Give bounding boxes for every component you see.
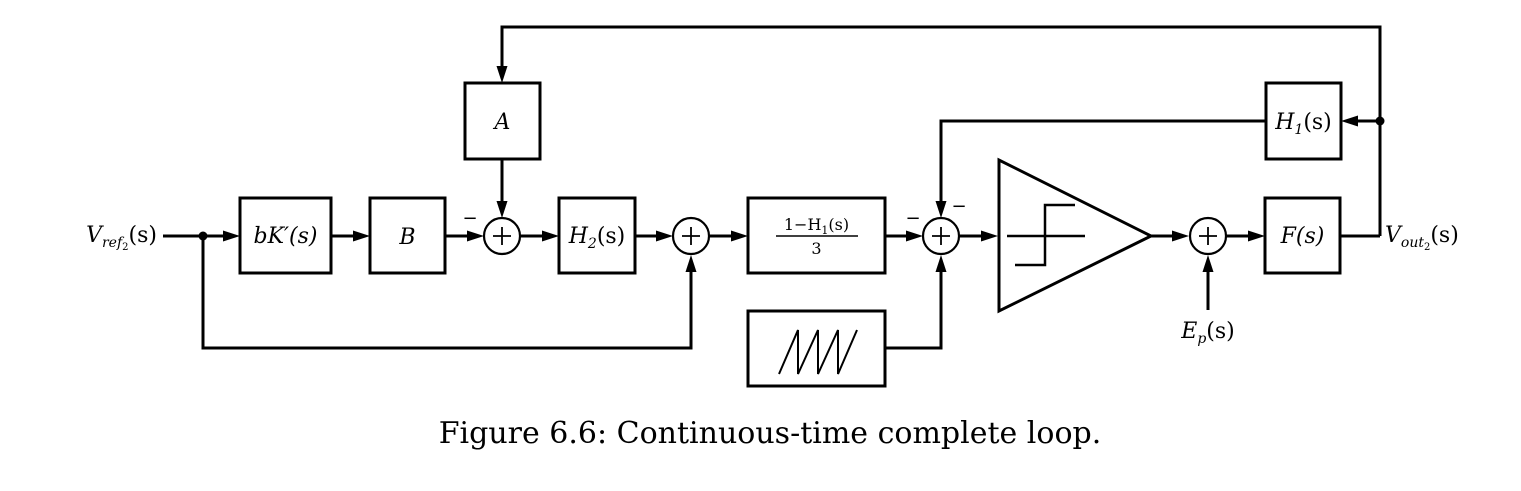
arrowhead — [353, 230, 370, 242]
arrowhead — [467, 230, 484, 242]
arrowhead — [496, 201, 508, 218]
block-bk-label: bK′(s) — [254, 224, 318, 249]
vout-argument: (s) — [1430, 223, 1458, 248]
block-f: F(s) — [1263, 196, 1342, 275]
block-h2: H2(s) — [557, 196, 637, 275]
arrowhead — [1341, 115, 1358, 127]
fraction-num-head: 1−H — [784, 215, 822, 234]
fraction-num-tail: (s) — [828, 215, 849, 234]
minus-sign-sum1: − — [462, 208, 477, 229]
arrowhead — [1248, 230, 1265, 242]
vref-subscript: ref — [102, 235, 125, 251]
vref-subsubscript: 2 — [122, 242, 128, 253]
block-h1-argument: (s) — [1303, 110, 1331, 135]
ep-subscript: p — [1197, 331, 1206, 347]
output-signal-label: Vout2(s) — [1385, 223, 1459, 253]
summing-junction-3 — [921, 216, 961, 256]
wire-sawtooth-to-sum3 — [885, 268, 943, 350]
block-h1: H1(s) — [1264, 81, 1343, 161]
junction-dot-input — [198, 231, 208, 241]
block-a: A — [463, 81, 542, 161]
sawtooth-waveform-icon — [778, 329, 858, 375]
disturbance-signal-label: Ep(s) — [1180, 319, 1235, 347]
arrowhead — [1172, 230, 1189, 242]
summing-junction-1 — [482, 216, 522, 256]
arrowhead — [935, 255, 947, 272]
wire-feedforward-to-sum2 — [201, 236, 693, 350]
arrowhead — [981, 230, 998, 242]
block-h1-label: H1(s) — [1274, 110, 1332, 138]
arrowhead — [656, 230, 673, 242]
block-h2-symbol: H — [568, 224, 589, 249]
arrowhead — [496, 66, 508, 83]
arrowheads — [223, 66, 1358, 272]
arrowhead — [223, 230, 240, 242]
comparator-amplifier — [997, 157, 1155, 314]
arrowhead — [935, 201, 947, 218]
block-sawtooth — [746, 309, 887, 388]
ep-symbol: E — [1180, 319, 1197, 344]
wire-output-to-a — [500, 25, 1382, 236]
vout-subsubscript: 2 — [1424, 242, 1430, 253]
block-b: B — [368, 196, 447, 275]
figure-caption: Figure 6.6: Continuous-time complete loo… — [439, 416, 1102, 451]
arrowhead — [906, 230, 923, 242]
wire-h1-to-sum3 — [939, 119, 1266, 205]
arrowhead — [1202, 255, 1214, 272]
block-h1-symbol: H — [1274, 110, 1295, 135]
block-h1-subscript: 1 — [1294, 122, 1303, 138]
block-h2-argument: (s) — [597, 224, 625, 249]
vref-symbol: V — [86, 223, 104, 248]
junction-dot-output — [1375, 116, 1385, 126]
block-f-label: F(s) — [1280, 224, 1325, 249]
arrowhead — [542, 230, 559, 242]
arrowhead — [731, 230, 748, 242]
minus-sign-sum3-top: − — [951, 196, 966, 217]
fraction-num-subscript: 1 — [821, 224, 828, 237]
block-h2-subscript: 2 — [587, 236, 597, 252]
block-fraction: 1−H1(s) 3 — [746, 196, 887, 275]
block-a-label: A — [493, 110, 511, 135]
arrowhead — [685, 255, 697, 272]
block-fraction-numerator: 1−H1(s) — [784, 215, 849, 237]
input-signal-label: Vref2(s) — [86, 223, 157, 253]
summing-junction-4 — [1188, 216, 1228, 256]
vref-argument: (s) — [129, 223, 157, 248]
summing-junction-2 — [671, 216, 711, 256]
block-h2-label: H2(s) — [568, 224, 626, 252]
vout-subscript: out — [1401, 235, 1424, 251]
block-b-label: B — [398, 225, 415, 250]
vout-symbol: V — [1385, 223, 1403, 248]
block-bk: bK′(s) — [238, 196, 333, 275]
block-fraction-denominator: 3 — [811, 239, 821, 258]
minus-sign-sum3-left: − — [905, 208, 920, 229]
ep-argument: (s) — [1206, 319, 1234, 344]
wires — [163, 25, 1382, 350]
